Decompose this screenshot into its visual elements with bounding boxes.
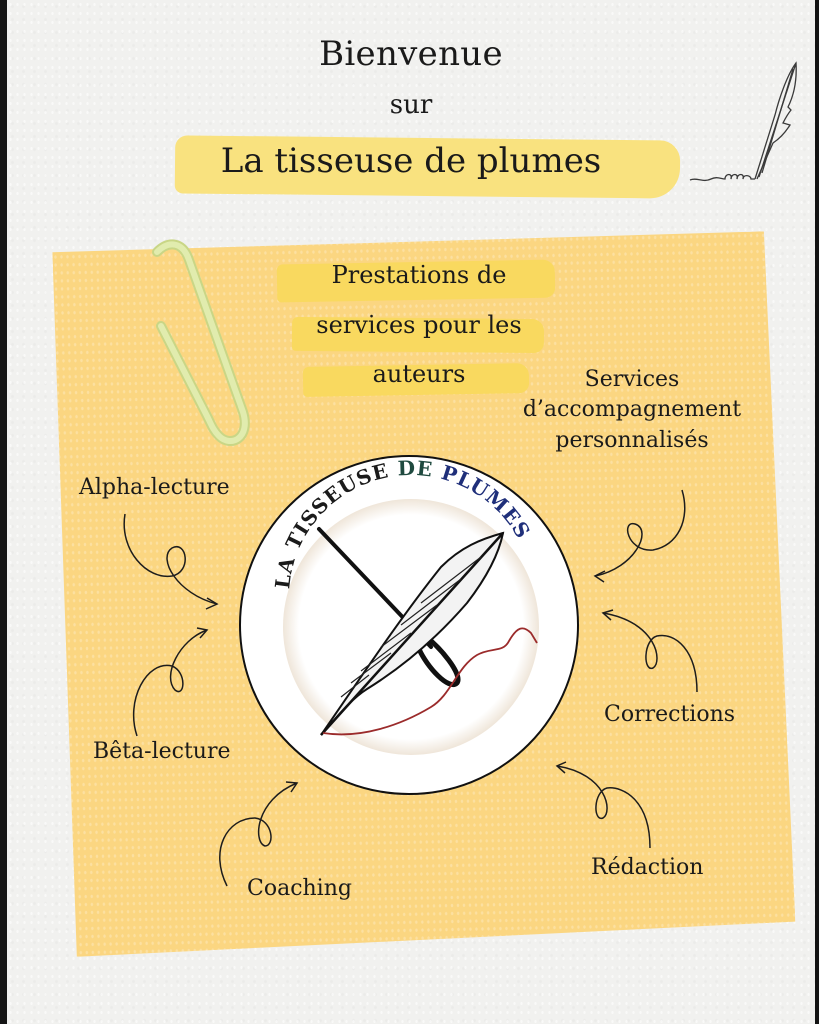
arrow-icon-beta <box>132 627 209 737</box>
service-beta-lecture: Bêta-lecture <box>93 739 231 764</box>
welcome-sur: sur <box>389 90 433 120</box>
service-accompagnement: Services d’accompagnement personnalisés <box>497 365 767 456</box>
arrow-icon-redaction <box>555 761 651 849</box>
arrow-icon-coaching <box>219 781 299 887</box>
quill-icon <box>689 61 797 182</box>
service-accompagnement-line-1: Services <box>584 367 680 392</box>
logo-emblem: LA TISSEUSE DE PLUMES <box>239 455 579 795</box>
service-accompagnement-line-3: personnalisés <box>555 427 709 453</box>
paperclip-icon <box>152 239 250 446</box>
subtitle-line-2: services pour les <box>316 311 522 339</box>
subtitle-line-3: auteurs <box>372 360 466 388</box>
service-corrections: Corrections <box>604 702 736 727</box>
welcome-heading: Bienvenue <box>319 34 503 74</box>
service-coaching: Coaching <box>247 876 352 901</box>
service-accompagnement-line-2: d’accompagnement <box>522 397 742 423</box>
arrow-icon-accompagnement <box>593 489 686 583</box>
page-background: Bienvenue sur La tisseuse de plumes Pres… <box>7 0 815 1024</box>
service-alpha-lecture: Alpha-lecture <box>79 475 230 500</box>
arrow-icon-corrections <box>601 609 698 693</box>
quill-needle-icon: LA TISSEUSE DE PLUMES <box>270 457 538 736</box>
arrow-icon-alpha <box>123 513 219 610</box>
service-redaction: Rédaction <box>591 855 704 880</box>
curly-arrows <box>123 489 698 887</box>
site-title: La tisseuse de plumes <box>220 141 602 181</box>
subtitle-line-1: Prestations de <box>331 261 507 289</box>
